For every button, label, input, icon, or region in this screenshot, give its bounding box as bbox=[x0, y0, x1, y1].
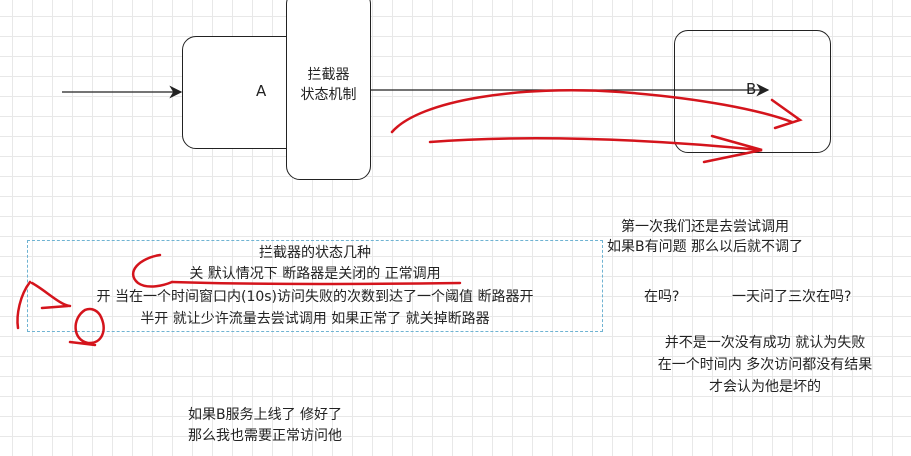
states-note-half-open: 半开 就让少许流量去尝试调用 如果正常了 就关掉断路器 bbox=[140, 311, 490, 327]
note-first-call-1: 第一次我们还是去尝试调用 bbox=[621, 219, 789, 235]
states-note-title: 拦截器的状态几种 bbox=[259, 245, 371, 261]
note-failure-2: 在一个时间内 多次访问都没有结果 bbox=[657, 357, 873, 373]
service-b-label: B bbox=[746, 80, 757, 98]
note-ask-three: 一天问了三次在吗? bbox=[732, 289, 852, 305]
states-note-closed: 关 默认情况下 断路器是关闭的 正常调用 bbox=[189, 266, 441, 282]
note-recovery-2: 那么我也需要正常访问他 bbox=[188, 428, 342, 444]
interceptor-label-2: 状态机制 bbox=[300, 87, 357, 103]
note-first-call-2: 如果B有问题 那么以后就不调了 bbox=[606, 239, 804, 255]
note-recovery-1: 如果B服务上线了 修好了 bbox=[187, 407, 343, 423]
note-failure-1: 并不是一次没有成功 就认为失败 bbox=[664, 335, 866, 351]
states-note-open: 开 当在一个时间窗口内(10s)访问失败的次数到达了一个阈值 断路器开 bbox=[96, 289, 534, 305]
service-a-node[interactable] bbox=[182, 36, 302, 149]
note-ask-once: 在吗? bbox=[644, 289, 680, 305]
interceptor-node[interactable] bbox=[286, 0, 371, 180]
interceptor-label-1: 拦截器 bbox=[307, 67, 350, 83]
service-a-label: A bbox=[256, 82, 267, 100]
note-failure-3: 才会认为他是坏的 bbox=[709, 379, 821, 395]
